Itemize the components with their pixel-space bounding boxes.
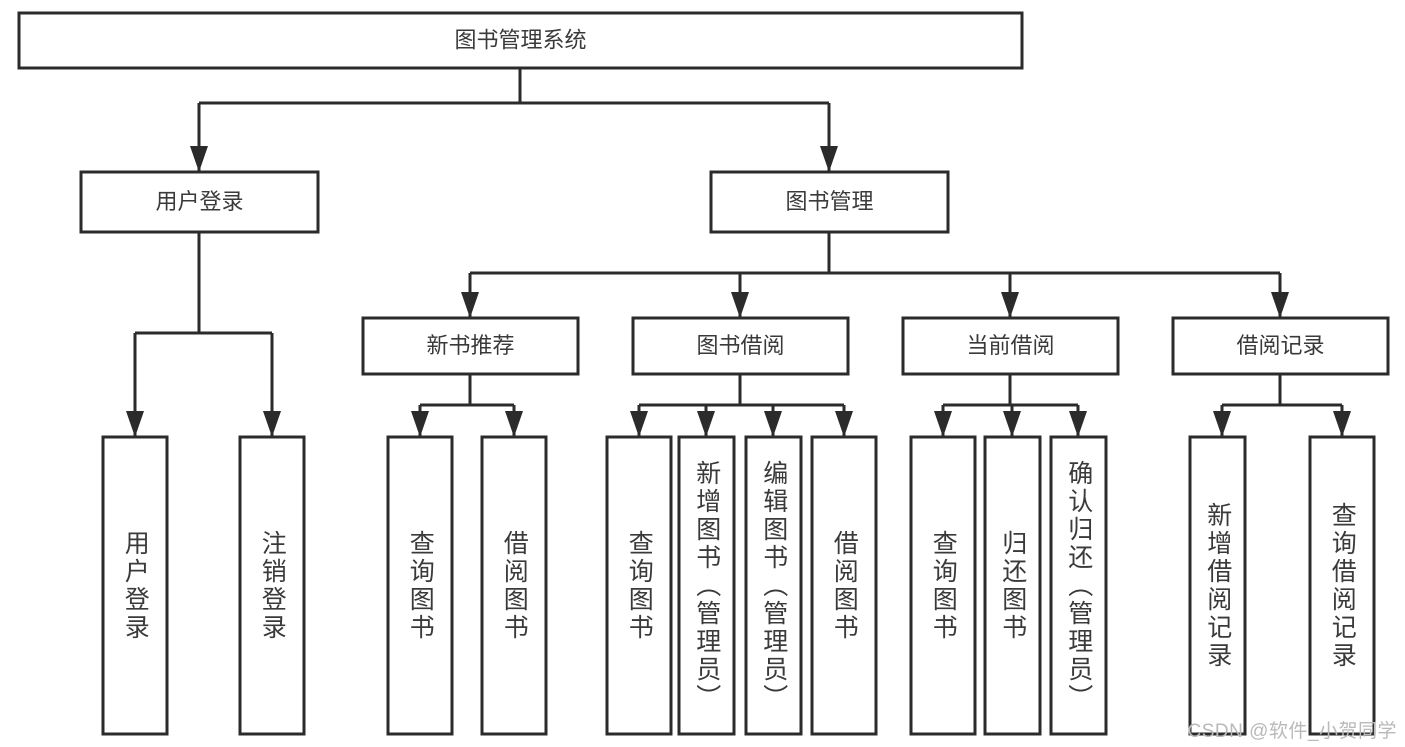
arrow-down-icon-group-2-1 xyxy=(1003,411,1021,437)
arrow-down-icon-group-0-0 xyxy=(411,411,429,437)
node-leaf-label-11: 新增借阅记录 xyxy=(1203,501,1232,670)
node-root-label: 图书管理系统 xyxy=(454,27,586,52)
arrow-down-icon-group-0-1 xyxy=(505,411,523,437)
arrow-down-icon-group-1-0 xyxy=(630,411,648,437)
arrow-down-icon-book-1 xyxy=(731,292,749,318)
node-level3-1[interactable] xyxy=(631,316,850,376)
arrow-down-icon-book-0 xyxy=(461,292,479,318)
arrow-down-icon-group-2-0 xyxy=(934,411,952,437)
node-leaf-4[interactable] xyxy=(605,435,673,736)
node-leaf-5[interactable] xyxy=(677,435,736,736)
arrow-down-icon-root-0 xyxy=(190,146,208,172)
node-level3-label-2: 当前借阅 xyxy=(966,333,1054,358)
node-leaf-12[interactable] xyxy=(1308,435,1376,736)
node-leaf-10[interactable] xyxy=(1049,435,1108,736)
node-level2-0[interactable] xyxy=(79,170,320,234)
node-level3-label-0: 新书推荐 xyxy=(426,333,514,358)
node-leaf-label-6: 编辑图书（管理员） xyxy=(759,459,788,712)
arrow-down-icon-user-0 xyxy=(126,411,144,437)
node-leaf-11[interactable] xyxy=(1188,435,1247,736)
node-leaf-2[interactable] xyxy=(386,435,454,736)
node-leaf-label-9: 归还图书 xyxy=(998,529,1027,642)
node-level2-label-1: 图书管理 xyxy=(785,189,873,214)
node-level3-2[interactable] xyxy=(901,316,1120,376)
node-leaf-1[interactable] xyxy=(238,435,306,736)
node-box-layer xyxy=(17,11,1390,736)
node-leaf-6[interactable] xyxy=(744,435,803,736)
arrow-down-icon-group-1-1 xyxy=(697,411,715,437)
arrow-down-icon-group-3-1 xyxy=(1333,411,1351,437)
node-leaf-9[interactable] xyxy=(983,435,1042,736)
node-leaf-3[interactable] xyxy=(480,435,548,736)
node-level3-label-3: 借阅记录 xyxy=(1236,333,1324,358)
node-level2-label-0: 用户登录 xyxy=(155,189,243,214)
node-leaf-8[interactable] xyxy=(909,435,977,736)
node-leaf-label-1: 注销登录 xyxy=(258,529,287,642)
node-leaf-label-5: 新增图书（管理员） xyxy=(692,459,721,712)
node-leaf-label-4: 查询图书 xyxy=(625,529,654,642)
arrow-down-icon-book-3 xyxy=(1271,292,1289,318)
arrow-down-icon-group-2-2 xyxy=(1069,411,1087,437)
arrow-down-icon-user-1 xyxy=(263,411,281,437)
node-level2-1[interactable] xyxy=(709,170,950,234)
node-level3-0[interactable] xyxy=(361,316,580,376)
node-leaf-0[interactable] xyxy=(101,435,169,736)
node-leaf-label-12: 查询借阅记录 xyxy=(1328,501,1357,670)
node-root[interactable] xyxy=(17,11,1024,70)
node-leaf-label-2: 查询图书 xyxy=(406,529,435,642)
node-leaf-label-7: 借阅图书 xyxy=(830,529,859,642)
node-leaf-label-3: 借阅图书 xyxy=(500,529,529,642)
arrow-down-icon-group-3-0 xyxy=(1213,411,1231,437)
connector-layer xyxy=(126,68,1351,437)
arrow-down-icon-book-2 xyxy=(1001,292,1019,318)
arrow-down-icon-group-1-3 xyxy=(835,411,853,437)
node-leaf-label-0: 用户登录 xyxy=(121,529,150,642)
node-leaf-label-10: 确认归还（管理员） xyxy=(1064,459,1093,712)
arrow-down-icon-root-1 xyxy=(820,146,838,172)
node-leaf-7[interactable] xyxy=(810,435,878,736)
node-level3-label-1: 图书借阅 xyxy=(696,333,784,358)
node-leaf-label-8: 查询图书 xyxy=(929,529,958,642)
arrow-down-icon-group-1-2 xyxy=(764,411,782,437)
node-level3-3[interactable] xyxy=(1171,316,1390,376)
